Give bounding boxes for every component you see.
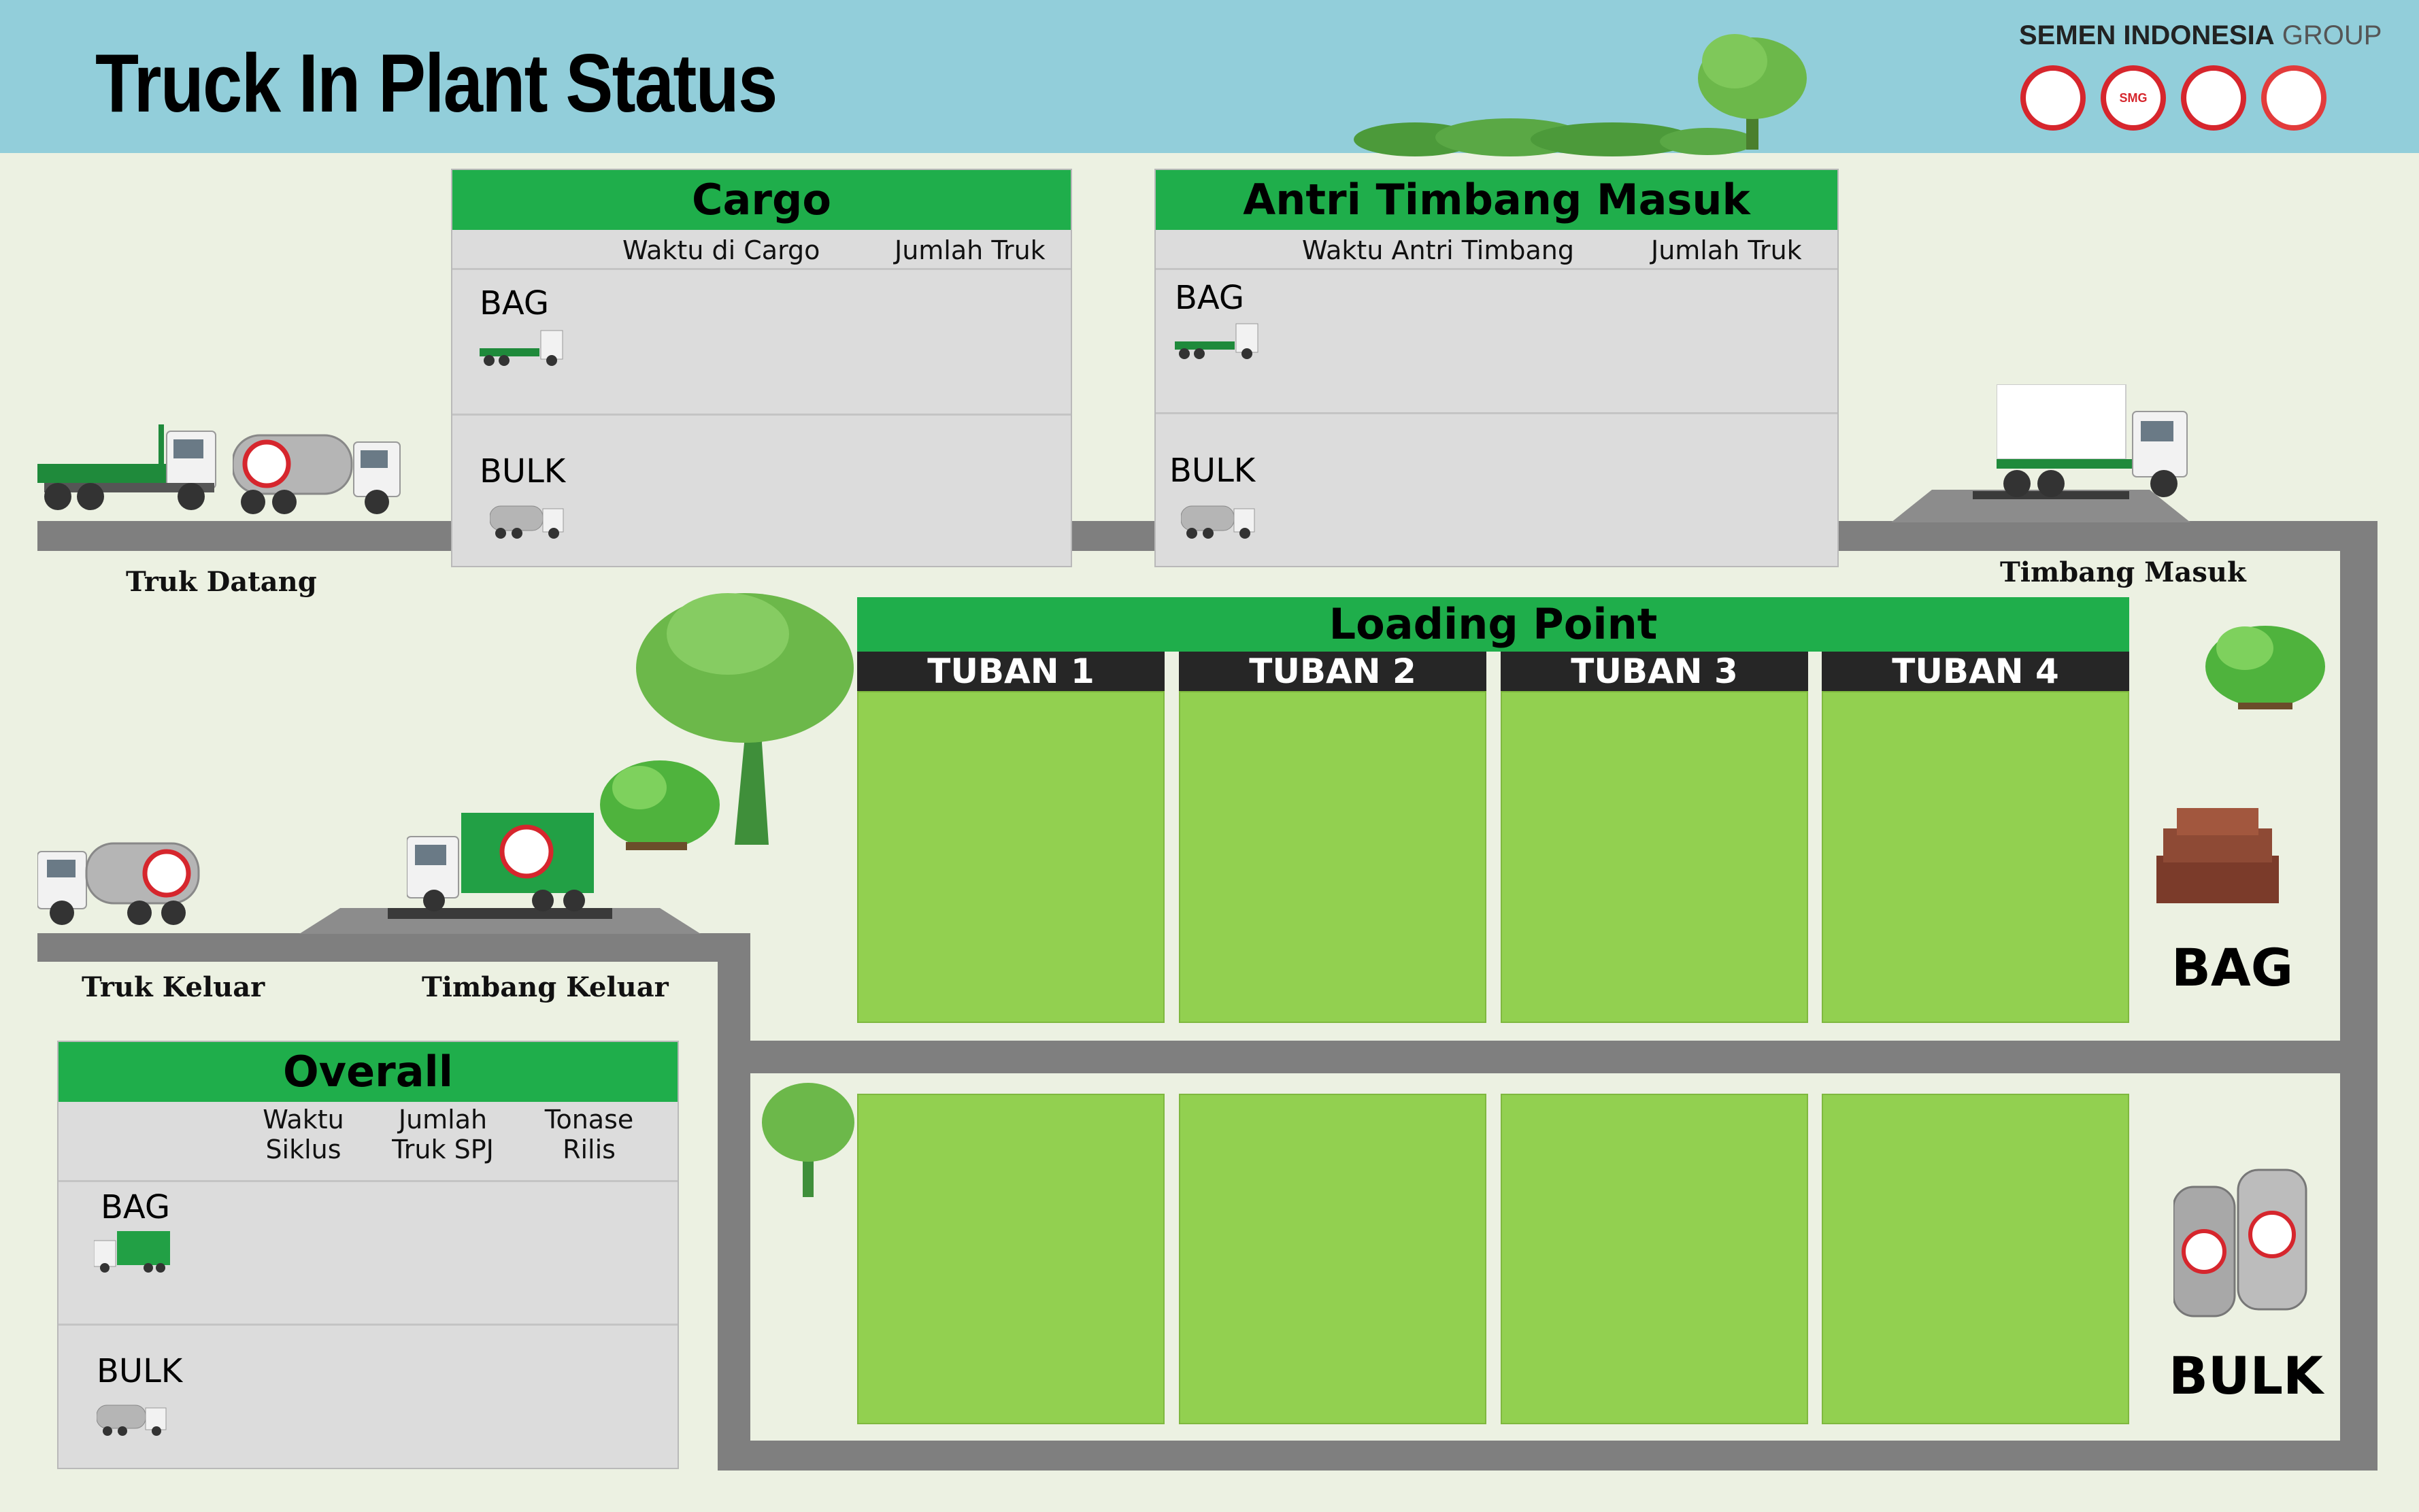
tuban-3-bag-cell <box>1501 691 1808 1023</box>
group-brand-light: GROUP <box>2274 20 2382 50</box>
overall-bulk-label: BULK <box>97 1352 183 1390</box>
overall-col-waktu: Waktu Siklus <box>249 1105 358 1164</box>
cargo-panel: Cargo Waktu di Cargo Jumlah Truk BAG BUL… <box>451 169 1072 567</box>
antri-col-time: Waktu Antri Timbang <box>1302 235 1574 265</box>
overall-bag-label: BAG <box>101 1188 171 1226</box>
cement-bag-icon <box>2156 808 2279 903</box>
truk-keluar-label: Truk Keluar <box>82 971 265 1003</box>
cargo-header-divider <box>452 268 1071 270</box>
overall-col-tonase-line1: Tonase <box>544 1105 634 1135</box>
header-banner <box>0 0 2419 153</box>
antri-col-count: Jumlah Truk <box>1651 235 1802 265</box>
overall-col-jumlah-line1: Jumlah <box>398 1105 488 1135</box>
silo-icon <box>2173 1169 2307 1317</box>
box-truck-icon <box>1997 384 2188 497</box>
overall-col-tonase: Tonase Rilis <box>535 1105 644 1164</box>
road-right <box>2340 521 2378 1471</box>
tanker-truck-icon <box>233 434 401 514</box>
scale-out-icon <box>299 908 701 934</box>
thang-long-logo-icon <box>2261 65 2326 131</box>
cargo-bag-truck-icon <box>480 330 563 366</box>
timbang-keluar-label: Timbang Keluar <box>422 971 669 1003</box>
tuban-2-bulk-cell <box>1179 1094 1486 1424</box>
cargo-col-time: Waktu di Cargo <box>622 235 820 265</box>
overall-bulk-truck-icon <box>97 1405 167 1436</box>
road-middle <box>718 1041 2378 1073</box>
tanker-truck-exit-icon <box>37 842 200 925</box>
tab-tuban-3[interactable]: TUBAN 3 <box>1501 652 1808 691</box>
bush-icon <box>600 760 720 850</box>
overall-col-waktu-line1: Waktu <box>263 1105 344 1135</box>
road-left-vertical <box>718 933 750 1471</box>
page-title: Truck In Plant Status <box>95 37 778 129</box>
green-box-truck-icon <box>407 813 594 911</box>
tab-tuban-2[interactable]: TUBAN 2 <box>1179 652 1486 691</box>
loading-point-title: Loading Point <box>857 597 2129 652</box>
cargo-bulk-truck-icon <box>490 505 564 539</box>
antri-bulk-label: BULK <box>1169 452 1256 490</box>
flatbed-truck-icon <box>37 424 216 510</box>
large-tree-icon <box>636 593 854 845</box>
antri-title: Antri Timbang Masuk <box>1156 170 1837 230</box>
bush-right-icon <box>2205 626 2325 709</box>
smg-logo-icon: SMG <box>2101 65 2166 131</box>
tuban-3-bulk-cell <box>1501 1094 1808 1424</box>
loading-bag-label: BAG <box>2171 937 2294 998</box>
overall-col-jumlah-line2: Truk SPJ <box>392 1135 494 1164</box>
road-bottom <box>718 1441 2378 1471</box>
antri-row-divider <box>1156 412 1837 414</box>
overall-bag-truck-icon <box>94 1231 170 1273</box>
cargo-bulk-label: BULK <box>480 452 566 490</box>
cargo-title: Cargo <box>452 170 1071 230</box>
tuban-4-bag-cell <box>1822 691 2129 1023</box>
antri-header-divider <box>1156 268 1837 270</box>
antri-bag-label: BAG <box>1175 279 1245 317</box>
small-tree-icon <box>762 1083 854 1197</box>
group-brand-bold: SEMEN INDONESIA <box>2019 20 2275 50</box>
antri-bulk-truck-icon <box>1181 505 1255 539</box>
tuban-4-bulk-cell <box>1822 1094 2129 1424</box>
tab-tuban-4[interactable]: TUBAN 4 <box>1822 652 2129 691</box>
cargo-bag-label: BAG <box>480 284 550 322</box>
antri-bag-truck-icon <box>1175 323 1258 359</box>
overall-col-waktu-line2: Siklus <box>265 1135 341 1164</box>
cargo-row-divider <box>452 414 1071 416</box>
timbang-masuk-label: Timbang Masuk <box>2000 556 2246 588</box>
cargo-col-count: Jumlah Truk <box>895 235 1046 265</box>
header-tree-icon <box>1354 34 1807 156</box>
group-brand: SEMEN INDONESIA GROUP <box>2019 20 2382 51</box>
overall-col-tonase-line2: Rilis <box>563 1135 616 1164</box>
overall-title: Overall <box>59 1042 678 1102</box>
overall-header-divider <box>59 1180 678 1182</box>
overall-panel: Overall Waktu Siklus Jumlah Truk SPJ Ton… <box>57 1041 679 1469</box>
road-exit <box>37 933 750 962</box>
tuban-1-bag-cell <box>857 691 1165 1023</box>
tab-tuban-1[interactable]: TUBAN 1 <box>857 652 1165 691</box>
tuban-2-bag-cell <box>1179 691 1486 1023</box>
overall-col-jumlah: Jumlah Truk SPJ <box>368 1105 518 1164</box>
tuban-1-bulk-cell <box>857 1094 1165 1424</box>
overall-row-divider <box>59 1324 678 1326</box>
padang-cement-logo-icon <box>2020 65 2086 131</box>
antri-timbang-panel: Antri Timbang Masuk Waktu Antri Timbang … <box>1154 169 1839 567</box>
truk-datang-label: Truk Datang <box>126 566 317 598</box>
semen-tonasa-logo-icon <box>2181 65 2246 131</box>
loading-bulk-label: BULK <box>2169 1345 2323 1406</box>
